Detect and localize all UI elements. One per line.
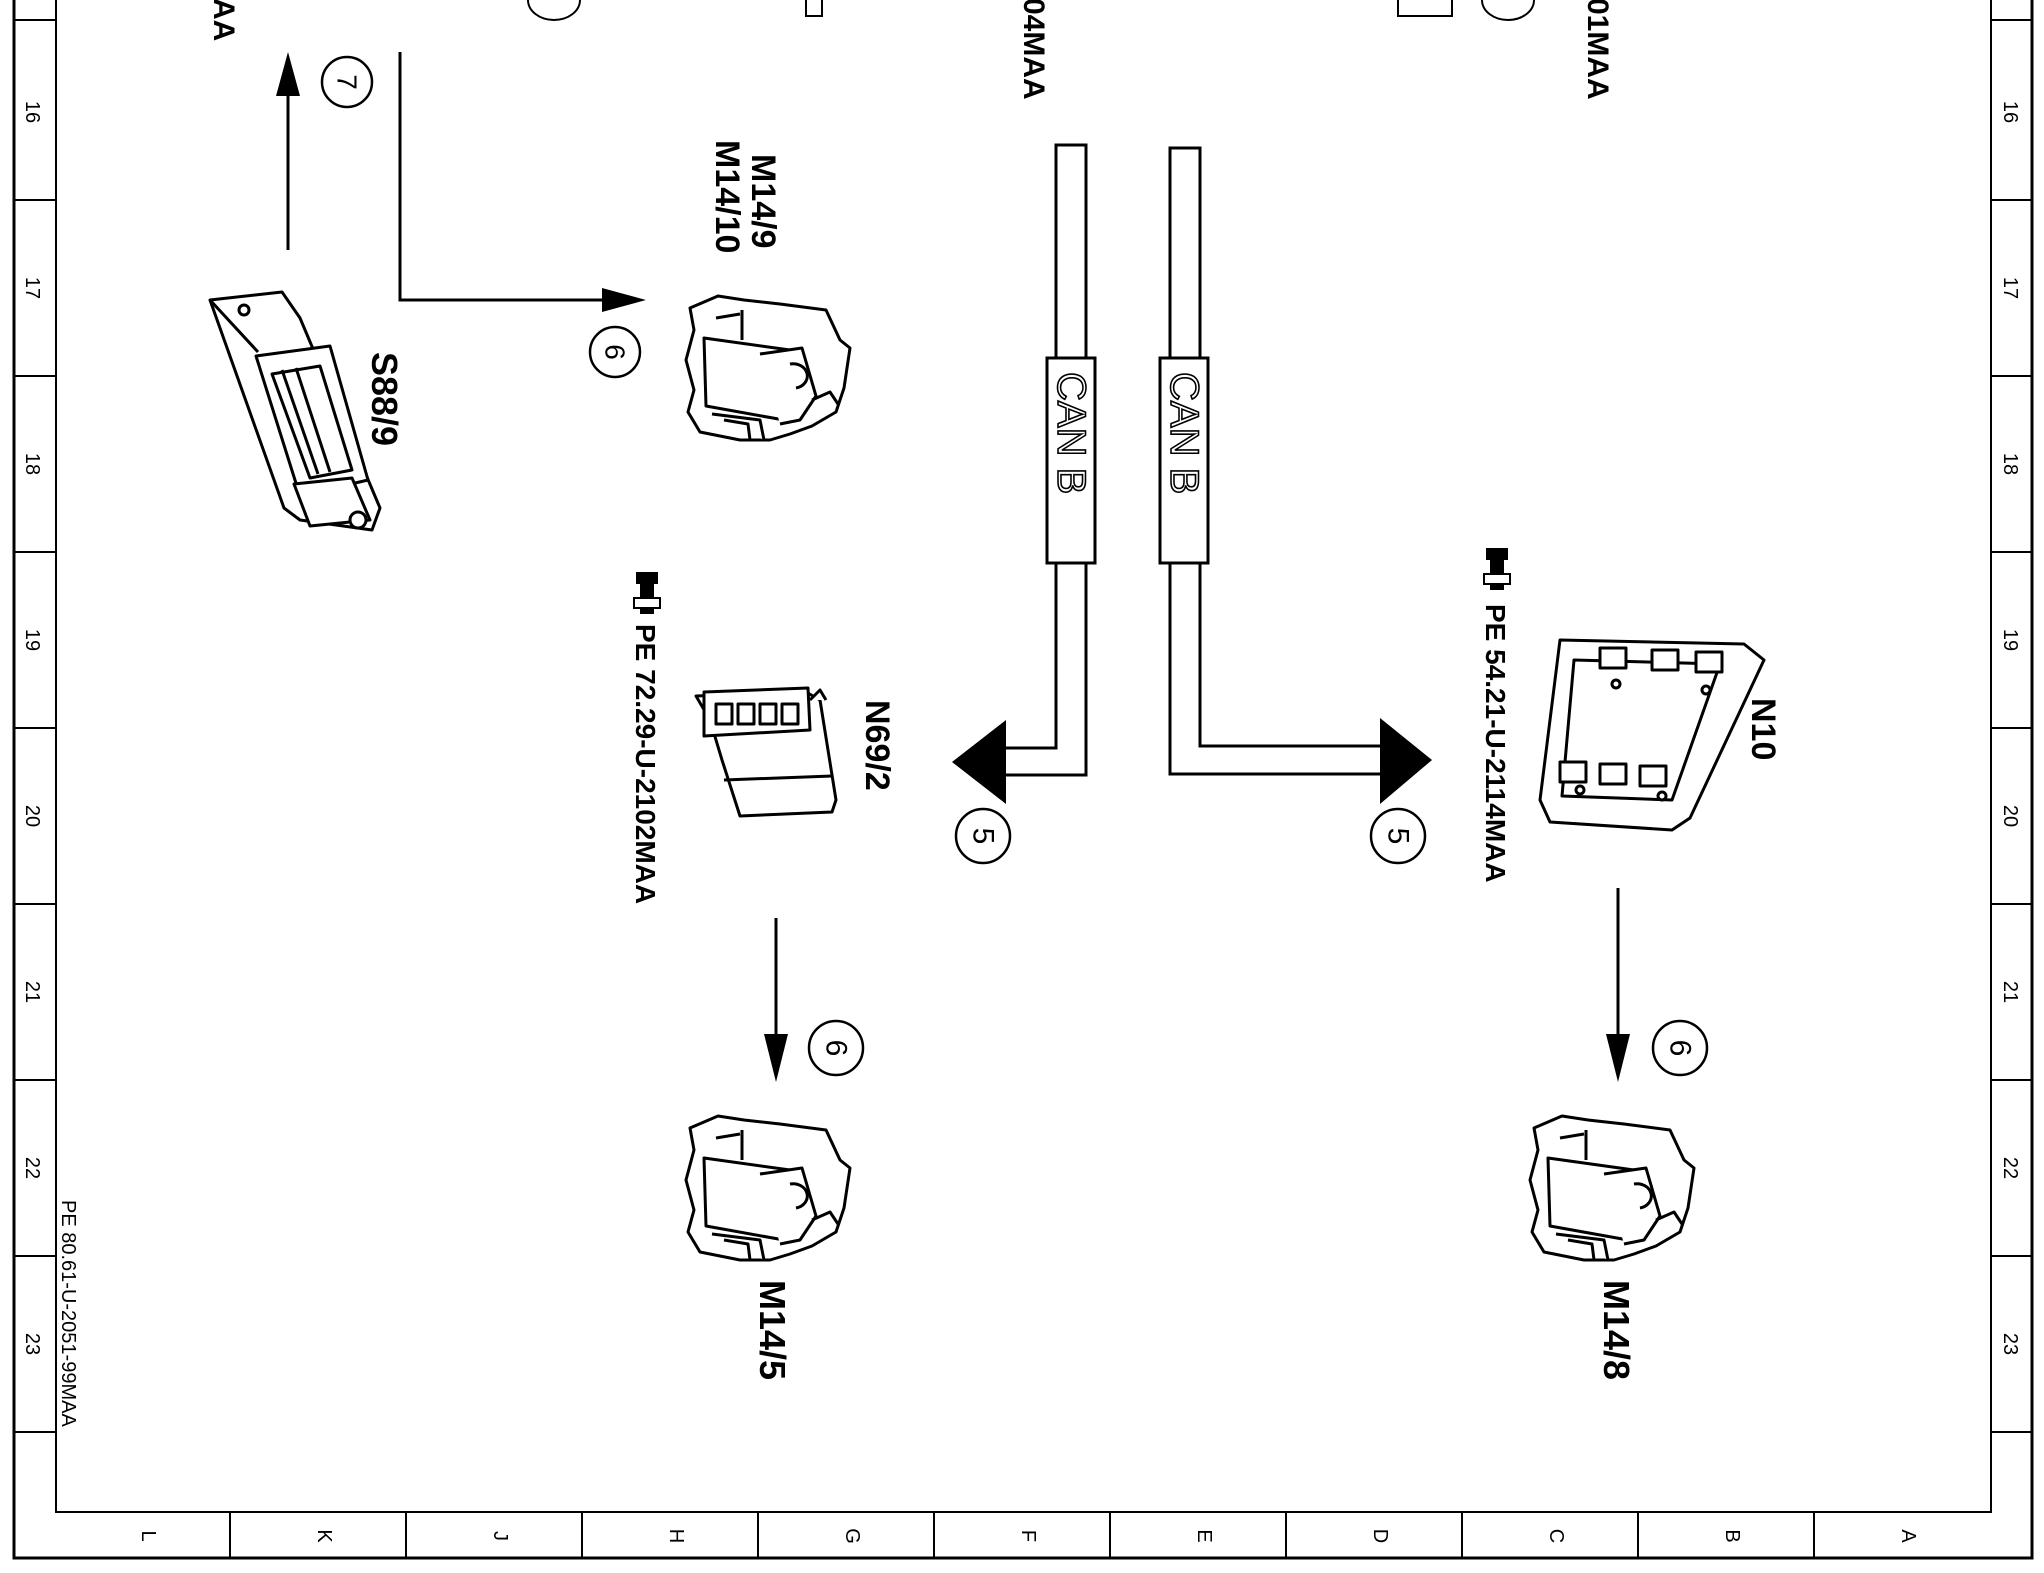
column-letter: H	[665, 1529, 687, 1543]
arrow-down-6-left	[764, 918, 788, 1082]
column-letters: L K J H G F E D C B A	[137, 1528, 1919, 1544]
arrow-right-6	[398, 52, 646, 312]
pointing-hand-icon	[1483, 548, 1511, 590]
right-row-ticks	[1991, 19, 2032, 1433]
cutoff-shapes	[527, 0, 1535, 21]
label-n10: N10	[1744, 698, 1782, 760]
can-bus-left-arrowhead	[952, 720, 1006, 804]
row-number: 23	[1999, 1333, 2021, 1355]
svg-text:6: 6	[600, 344, 631, 360]
actuator-m14-8-drawing	[1528, 1114, 1696, 1262]
svg-text:6: 6	[1664, 1040, 1697, 1057]
row-number: 17	[21, 277, 43, 299]
cutoff-label-right: 01MAA	[1581, 0, 1614, 100]
svg-text:5: 5	[967, 828, 1000, 845]
svg-text:5: 5	[1382, 828, 1415, 845]
svg-text:7: 7	[332, 74, 363, 90]
row-number: 20	[1999, 805, 2021, 827]
column-letter: J	[489, 1531, 511, 1541]
row-number: 16	[21, 101, 43, 123]
label-m14-5: M14/5	[752, 1280, 793, 1380]
column-letter: G	[841, 1528, 863, 1544]
pointing-hand-icon	[633, 572, 661, 614]
document-code: PE 80.61-U-2051-99MAA	[57, 1200, 79, 1427]
switch-s88-9-drawing	[208, 290, 382, 532]
row-number: 17	[1999, 277, 2021, 299]
column-letter: E	[1193, 1529, 1215, 1542]
can-bus-left-label: CAN B	[1049, 372, 1093, 494]
can-bus-right-label: CAN B	[1162, 372, 1206, 494]
callout-6-mid-right: 6	[1651, 1019, 1709, 1077]
column-letter: F	[1017, 1530, 1039, 1542]
ref-n69-2: PE 72.29-U-2102MAA	[630, 624, 661, 904]
column-letter: L	[137, 1530, 159, 1541]
control-unit-n10-drawing	[1538, 638, 1766, 832]
module-n69-2-drawing	[694, 686, 838, 818]
can-bus-right-arrowhead	[1380, 718, 1432, 804]
label-s88-9: S88/9	[364, 352, 405, 446]
arrow-up-7	[276, 52, 300, 250]
arrow-down-6-right	[1606, 888, 1630, 1082]
actuator-m14-5-drawing	[684, 1114, 852, 1262]
cutoff-label-left: AA	[207, 0, 240, 41]
label-m14-8: M14/8	[1596, 1280, 1637, 1380]
row-number: 18	[21, 453, 43, 475]
label-m14-10: M14/10	[708, 140, 746, 253]
callout-5-right: 5	[1369, 807, 1427, 865]
left-row-ticks	[14, 19, 56, 1433]
can-bus-left	[998, 143, 1097, 777]
row-number: 21	[21, 981, 43, 1003]
cutoff-label-middle: 04MAA	[1017, 0, 1050, 100]
drawing-frame	[12, 0, 2034, 1560]
column-letter: C	[1545, 1529, 1567, 1543]
row-number: 19	[1999, 629, 2021, 651]
svg-text:6: 6	[820, 1040, 853, 1057]
column-letter: K	[313, 1529, 335, 1543]
callout-6-mid-left: 6	[807, 1019, 865, 1077]
can-bus-right	[1158, 146, 1386, 776]
row-number: 22	[1999, 1157, 2021, 1179]
left-row-numbers: 16 17 18 19 20 21 22 23	[21, 101, 43, 1355]
right-row-numbers: 16 17 18 19 20 21 22 23	[1999, 101, 2021, 1355]
callout-7: 7	[320, 55, 374, 109]
bottom-column-ticks	[229, 1512, 1815, 1558]
row-number: 16	[1999, 101, 2021, 123]
ref-n10: PE 54.21-U-2114MAA	[1480, 604, 1511, 883]
row-number: 18	[1999, 453, 2021, 475]
callout-6-top: 6	[588, 325, 642, 379]
row-number: 19	[21, 629, 43, 651]
column-letter: B	[1721, 1529, 1743, 1542]
row-number: 21	[1999, 981, 2021, 1003]
column-letter: A	[1897, 1529, 1919, 1543]
row-number: 23	[21, 1333, 43, 1355]
row-number: 20	[21, 805, 43, 827]
row-number: 22	[21, 1157, 43, 1179]
label-n69-2: N69/2	[858, 700, 896, 791]
callout-5-left: 5	[954, 807, 1012, 865]
column-letter: D	[1369, 1529, 1391, 1543]
actuator-m14-9-drawing	[684, 294, 852, 442]
label-m14-9: M14/9	[744, 154, 782, 249]
